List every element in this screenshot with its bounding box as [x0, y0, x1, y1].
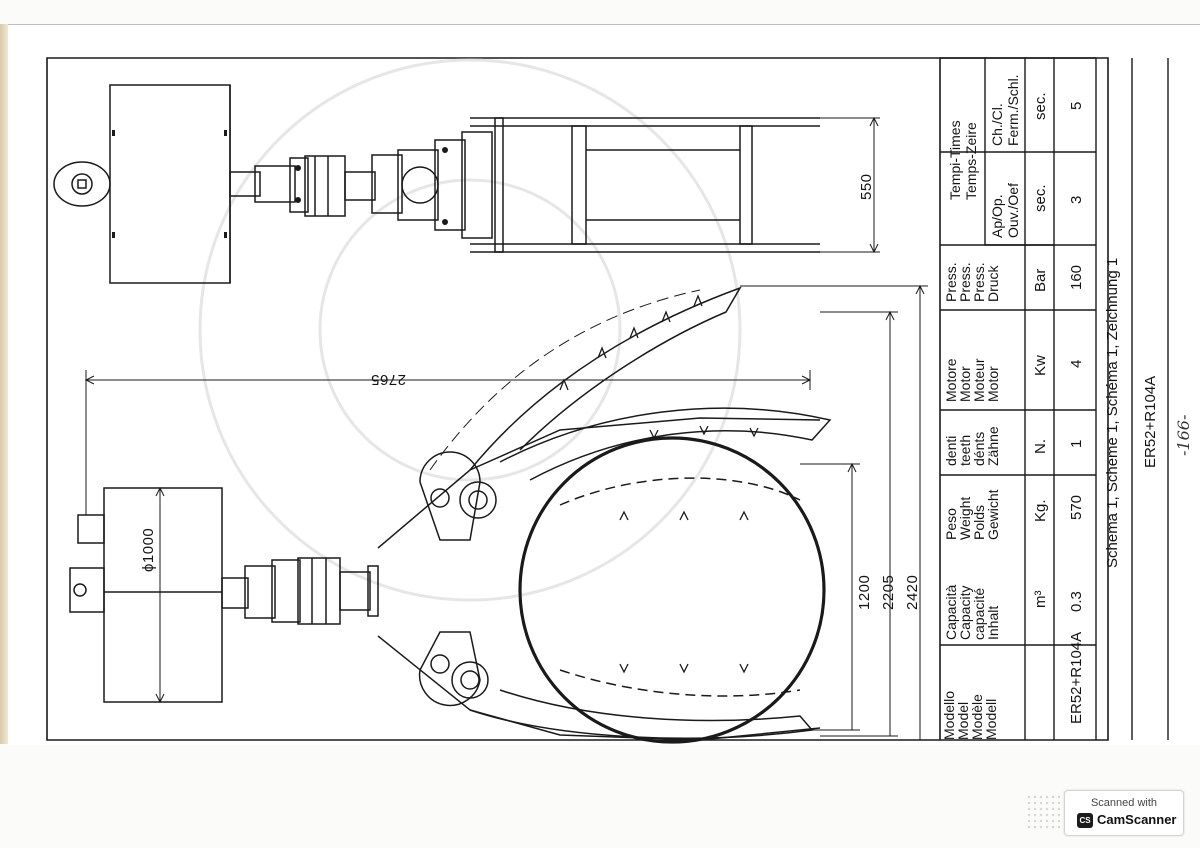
- model-value: ER52+R104A: [1068, 631, 1085, 724]
- dim-2205: 2205: [880, 574, 897, 610]
- dim-diameter-1000: ϕ1000: [140, 527, 157, 572]
- scanner-dots: [1026, 794, 1060, 830]
- front-view: [69, 286, 832, 744]
- teeth-value: 1: [1068, 439, 1085, 448]
- drawing-frame: [46, 57, 1109, 741]
- motor-value: 4: [1068, 359, 1085, 368]
- spec-table-grid: [940, 57, 1133, 740]
- dim-2420: 2420: [904, 574, 921, 610]
- hdr-press-3: Press.: [971, 262, 987, 302]
- hdr-model-4: Modell: [983, 698, 999, 740]
- hdr-capacity-3: capacité: [971, 587, 987, 640]
- dim-line-550: [820, 116, 880, 254]
- capacity-value: 0.3: [1068, 591, 1085, 612]
- capacity-unit: m³: [1032, 590, 1049, 609]
- hdr-weight-2: Weight: [957, 496, 973, 540]
- scanner-brand: CamScanner: [1097, 812, 1177, 827]
- scanner-label: Scanned with: [1090, 797, 1158, 809]
- hdr-teeth-1: denti: [943, 435, 959, 466]
- hdr-capacity-4: Inhalt: [985, 605, 1001, 640]
- hdr-capacity-1: Capacità: [943, 584, 959, 640]
- scan-edge: [0, 24, 10, 744]
- dim-1200: 1200: [856, 574, 873, 610]
- watermark: [198, 58, 742, 602]
- weight-value: 570: [1068, 494, 1085, 520]
- hdr-weight-3: Polds: [971, 504, 987, 540]
- press-value: 160: [1068, 264, 1085, 290]
- hdr-capacity-2: Capacity: [957, 585, 973, 640]
- hdr-model-1: Modello: [941, 690, 957, 740]
- hdr-press-4: Druck: [985, 265, 1001, 302]
- hdr-weight-4: Gewicht: [985, 489, 1001, 540]
- press-unit: Bar: [1032, 268, 1049, 292]
- dim-lines-openings: [740, 284, 928, 740]
- hdr-motor-3: Moteur: [971, 358, 987, 402]
- open-unit: sec.: [1032, 184, 1049, 212]
- close-unit: sec.: [1032, 92, 1049, 120]
- weight-unit: Kg.: [1032, 499, 1049, 522]
- hdr-times-2: Temps-Zeire: [963, 122, 979, 200]
- hdr-teeth-4: Zähne: [985, 426, 1001, 466]
- dim-line-2765: [84, 370, 812, 515]
- hdr-weight-1: Peso: [943, 508, 959, 540]
- hdr-open-2: Ouv./Oef: [1005, 183, 1021, 238]
- dim-line-1000: [155, 486, 165, 704]
- camscanner-badge: Scanned with CS CamScanner: [1064, 790, 1184, 836]
- hdr-press-2: Press.: [957, 262, 973, 302]
- hdr-close-1: Ch./Cl.: [989, 103, 1005, 146]
- motor-unit: Kw: [1032, 355, 1049, 376]
- page-number: -166-: [1174, 414, 1193, 456]
- top-view: [53, 84, 820, 284]
- hdr-motor-2: Motor: [957, 366, 973, 402]
- hdr-close-2: Ferm./Schl.: [1005, 74, 1021, 146]
- hdr-times-1: Tempi-Times: [947, 120, 963, 200]
- hdr-motor-4: Motor: [985, 366, 1001, 402]
- camscanner-logo-icon: CS: [1077, 813, 1093, 828]
- drawing-caption: Schema 1, Scheme 1, Schéma 1, Zeichnung …: [1104, 257, 1121, 568]
- hdr-open-1: Ap/Op.: [989, 194, 1005, 238]
- hdr-motor-1: Motore: [943, 358, 959, 402]
- open-value: 3: [1068, 195, 1085, 204]
- close-value: 5: [1068, 101, 1085, 110]
- hdr-model-3: Modèle: [969, 694, 985, 740]
- dim-2765: 2765: [370, 371, 406, 388]
- dim-550: 550: [858, 173, 875, 200]
- hdr-teeth-3: dénts: [971, 431, 987, 466]
- drawing-code: ER52+R104A: [1142, 375, 1159, 468]
- teeth-unit: N.: [1032, 439, 1049, 454]
- hdr-teeth-2: teeth: [957, 434, 973, 466]
- hdr-press-1: Press.: [943, 262, 959, 302]
- hdr-model-2: Model: [955, 701, 971, 740]
